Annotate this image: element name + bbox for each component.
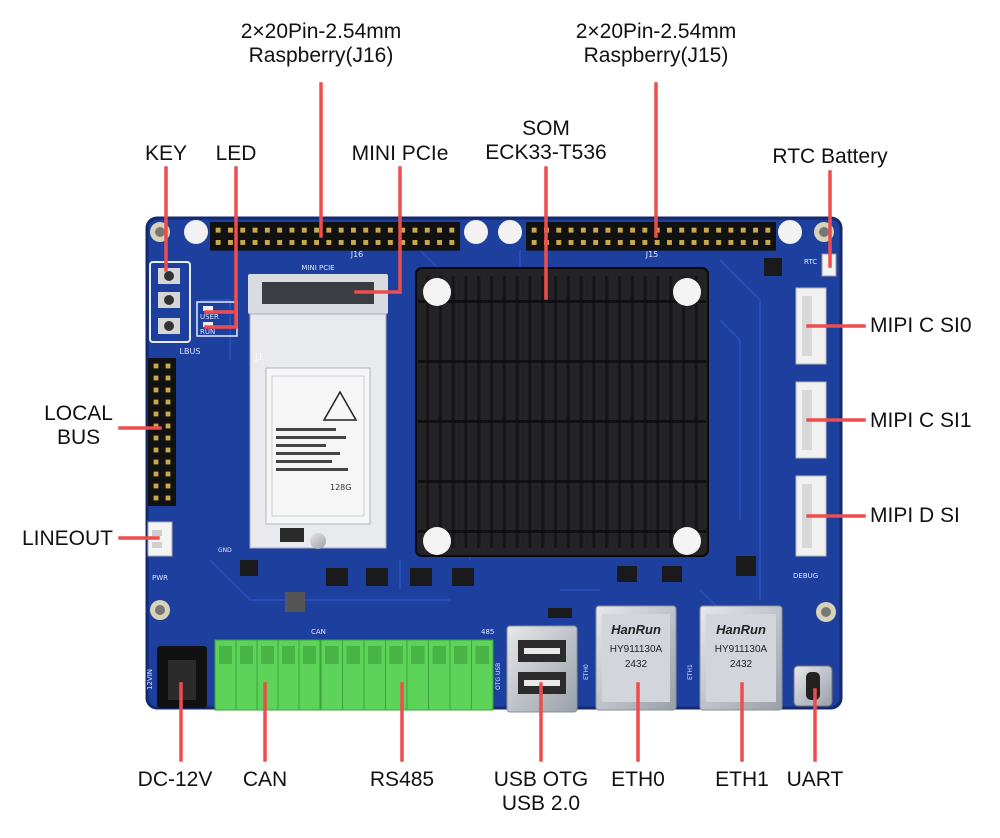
label-rtc-battery: RTC Battery <box>772 145 888 168</box>
label-led: LED <box>215 142 257 165</box>
board-silk-j16: J16 <box>350 250 364 259</box>
mini-pcie-slot <box>248 274 388 549</box>
label-mipi-csi0: MIPI C SI0 <box>870 314 972 337</box>
label-can: CAN <box>242 768 288 791</box>
leader-lines <box>118 82 866 762</box>
label-lineout: LINEOUT <box>21 527 113 550</box>
board-silk-mini-pcie: MINI PCIE <box>301 264 334 272</box>
small-components <box>240 258 782 618</box>
board-silk-user: USER <box>200 313 219 321</box>
board-silk-12vin: 12VIN <box>146 669 154 690</box>
board-silk-j1: J1 <box>254 353 263 363</box>
label-mipi-csi1: MIPI C SI1 <box>870 409 972 432</box>
uart-port <box>793 665 833 707</box>
som-heatsink <box>415 267 709 557</box>
label-uart: UART <box>786 768 844 791</box>
header-j15 <box>526 222 776 251</box>
eth0-model: HY911130A <box>610 644 663 655</box>
eth1-model: HY911130A <box>715 644 768 655</box>
eth1-code: 2432 <box>730 659 753 670</box>
label-dc12v: DC-12V <box>137 768 213 791</box>
board-silk-otg-usb: OTG USB <box>495 663 502 690</box>
label-key: KEY <box>144 142 188 165</box>
board-silk-can: CAN <box>311 628 326 636</box>
header-local-bus <box>148 358 176 506</box>
board-silk-eth0: ETH0 <box>583 664 590 680</box>
label-rs485: RS485 <box>369 768 435 791</box>
eth1-port <box>699 605 783 711</box>
header-j16 <box>210 222 460 251</box>
can-terminal-block <box>214 639 321 711</box>
label-mini-pcie: MINI PCIe <box>351 142 449 165</box>
eth1-brand: HanRun <box>716 622 766 637</box>
eth0-code: 2432 <box>625 659 648 670</box>
board-silk-run: RUN <box>200 328 215 336</box>
board-silk-lbus: LBUS <box>180 347 201 356</box>
eth0-brand: HanRun <box>611 622 661 637</box>
board-silk-485: 485 <box>481 628 494 636</box>
board-silk-debug: DEBUG <box>793 572 818 580</box>
label-eth0: ETH0 <box>611 768 665 791</box>
board-silk-eth1: ETH1 <box>687 664 694 680</box>
board-silk-gnd: GND <box>218 547 232 554</box>
board-silk-pwr: PWR <box>152 574 168 582</box>
label-eth1: ETH1 <box>715 768 769 791</box>
board-silk-j15: J15 <box>645 250 659 259</box>
key-buttons <box>149 261 191 343</box>
board-silk-rtc: RTC <box>804 258 817 266</box>
label-mipi-dsi: MIPI D SI <box>870 504 960 527</box>
eth0-port <box>595 605 677 711</box>
rs485-terminal-block <box>320 639 494 711</box>
ssd-capacity-text: 128G <box>330 483 351 492</box>
